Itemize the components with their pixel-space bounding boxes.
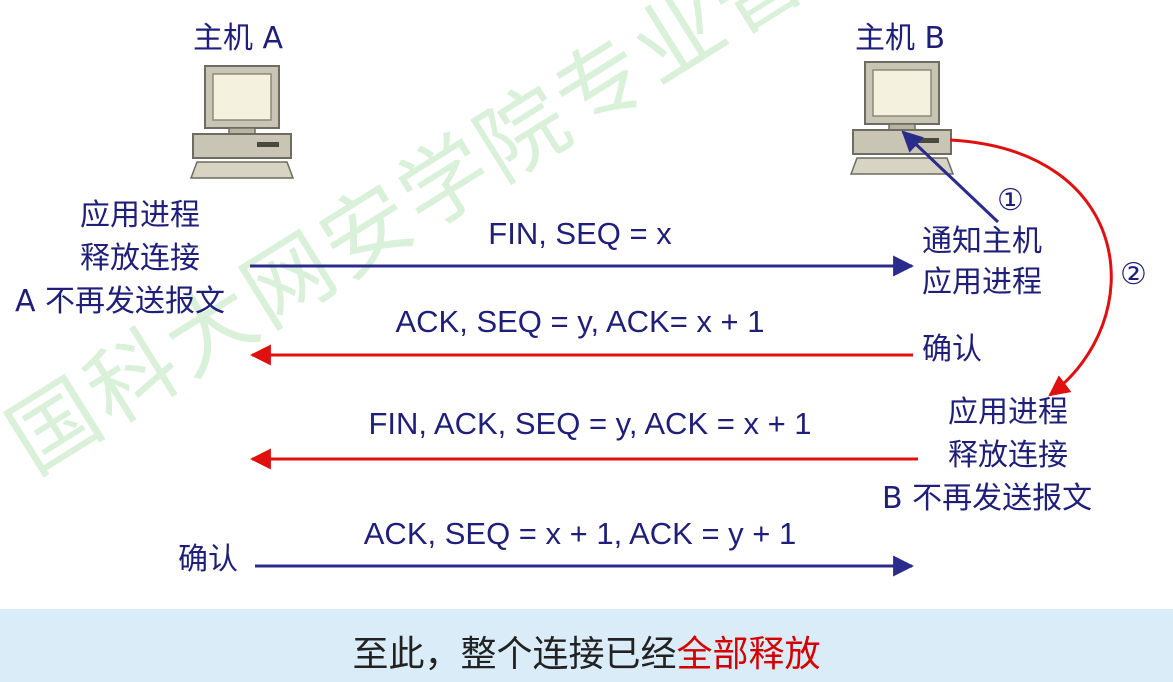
fin-ack-message-label: FIN, ACK, SEQ = y, ACK = x + 1 bbox=[368, 406, 812, 441]
host-b-label: 主机 B bbox=[855, 21, 946, 56]
host-a-no-more-data: A 不再发送报文 bbox=[15, 284, 226, 319]
notify-arrow bbox=[901, 130, 1000, 224]
host-b-no-more-data: B 不再发送报文 bbox=[882, 481, 1093, 516]
step-1-marker: ① bbox=[997, 183, 1024, 218]
ack-message-label: ACK, SEQ = y, ACK= x + 1 bbox=[395, 304, 765, 339]
host-b-app-process: 应用进程 bbox=[922, 265, 1042, 300]
summary-prefix: 至此，整个连接已经 bbox=[352, 634, 677, 675]
release-curve-arrow bbox=[949, 138, 1113, 397]
host-b-release-connection: 释放连接 bbox=[948, 438, 1068, 473]
fin-message-label: FIN, SEQ = x bbox=[488, 216, 672, 251]
host-b-app-process-2: 应用进程 bbox=[948, 395, 1068, 430]
host-a-app-process: 应用进程 bbox=[80, 198, 200, 233]
host-a-label: 主机 A bbox=[193, 21, 284, 56]
host-b-confirm: 确认 bbox=[922, 332, 982, 367]
diagram-canvas bbox=[190, 61, 1113, 577]
host-a-computer-icon bbox=[190, 65, 294, 179]
summary-banner: 至此，整个连接已经全部释放 bbox=[0, 609, 1173, 682]
host-b-notify-host: 通知主机 bbox=[922, 224, 1042, 259]
host-a-ack-label: 确认 bbox=[178, 542, 238, 577]
summary-text: 至此，整个连接已经全部释放 bbox=[0, 625, 1173, 677]
step-2-marker: ② bbox=[1120, 257, 1147, 292]
host-a-release-connection: 释放连接 bbox=[80, 241, 200, 276]
host-b-computer-icon bbox=[850, 61, 954, 175]
final-ack-message-label: ACK, SEQ = x + 1, ACK = y + 1 bbox=[363, 516, 797, 551]
summary-highlight: 全部释放 bbox=[676, 634, 821, 675]
